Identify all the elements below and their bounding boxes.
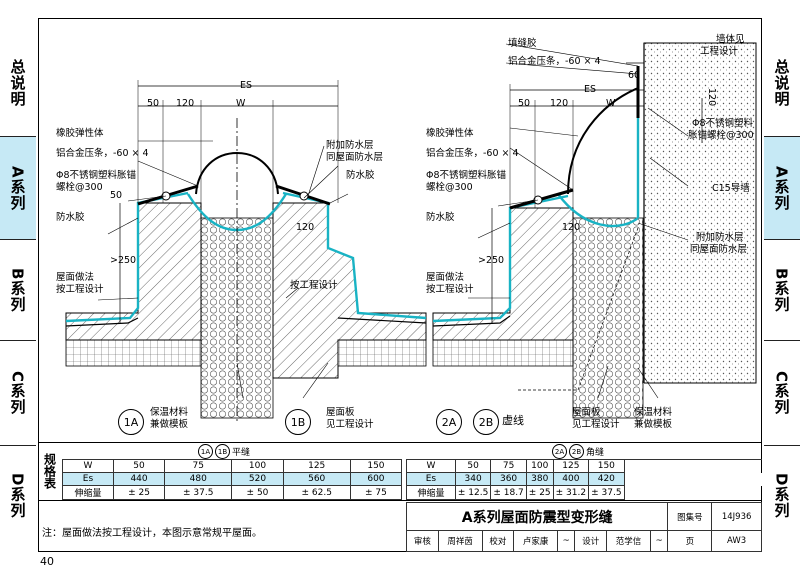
label-slab2-right: 见工程设计 bbox=[572, 419, 620, 430]
label-rubber-right: 橡胶弹性体 bbox=[426, 128, 474, 139]
dim-w-right: W bbox=[606, 98, 616, 109]
slab-left-a bbox=[65, 339, 202, 367]
detail-drawing bbox=[65, 42, 757, 423]
checker-signature: ~ bbox=[557, 530, 576, 552]
spec-table-left: W 50 75 100 125 150 Es 440 480 520 560 6… bbox=[62, 459, 403, 500]
drawing-title: A系列屋面防震型变形缝 bbox=[405, 502, 669, 531]
spec-table-right-title: 2A 2B 角缝 bbox=[552, 444, 604, 459]
designer-signature: ~ bbox=[649, 530, 669, 552]
table-row: 伸缩量 ± 25 ± 37.5 ± 50 ± 62.5 ± 75 bbox=[62, 485, 403, 500]
label-wall1-right: 墙体见 bbox=[716, 34, 745, 45]
label-sealant2-left: 防水胶 bbox=[346, 170, 375, 181]
label-wall2-right: 工程设计 bbox=[700, 46, 739, 57]
table-row: 伸缩量 ± 12.5 ± 18.7 ± 25 ± 31.2 ± 37.5 bbox=[406, 485, 763, 500]
label-per-design-left: 按工程设计 bbox=[290, 280, 338, 291]
label-addl2-right: 同屋面防水层 bbox=[690, 244, 748, 255]
dim-es-right: ES bbox=[584, 84, 597, 95]
table-row: W 50 75 100 125 150 bbox=[406, 459, 762, 473]
sidebar-left-general[interactable]: 总说明 bbox=[8, 59, 27, 107]
label-roof2-left: 按工程设计 bbox=[56, 284, 104, 295]
label-addl1-left: 附加防水层 bbox=[326, 140, 374, 151]
label-insul1-right: 保温材料 bbox=[634, 407, 673, 418]
dim-120-vert-right: 120 bbox=[706, 88, 717, 107]
checker-name: 卢家康 bbox=[513, 530, 559, 552]
title-block: A系列屋面防震型变形缝 图集号 14J936 审核 周祥茵 校对 卢家康 ~ 设… bbox=[405, 502, 762, 552]
label-insul2-left: 兼做模板 bbox=[150, 419, 189, 430]
dim-250-left: >250 bbox=[110, 255, 137, 266]
label-insul1-left: 保温材料 bbox=[150, 407, 189, 418]
sidebar-left-c-series[interactable]: C系列 bbox=[8, 370, 27, 415]
dim-50-right: 50 bbox=[518, 98, 531, 109]
sidebar-right-d-series[interactable]: D系列 bbox=[772, 473, 791, 519]
label-slab1-right: 屋面板 bbox=[572, 407, 601, 418]
label-sealant-left: 防水胶 bbox=[56, 212, 85, 223]
dim-120-left: 120 bbox=[176, 98, 195, 109]
label-alu-left: 铝合金压条，-60 × 4 bbox=[56, 148, 149, 159]
label-anchor-r2: 胀锚螺栓@300 bbox=[688, 130, 754, 141]
label-sealant-right: 防水胶 bbox=[426, 212, 455, 223]
sidebar-left-a-series[interactable]: A系列 bbox=[0, 137, 36, 239]
detail-marker-1b[interactable]: 1B bbox=[285, 409, 311, 435]
label-insul2-right: 兼做模板 bbox=[634, 419, 673, 430]
label-roof1-left: 屋面做法 bbox=[56, 272, 95, 283]
insulation-core-right bbox=[572, 217, 644, 419]
label-roof1-right: 屋面做法 bbox=[426, 272, 465, 283]
label-anchor-r1: Φ8不锈钢塑料 bbox=[692, 118, 754, 129]
wall bbox=[643, 42, 757, 384]
label-roof2-right: 按工程设计 bbox=[426, 284, 474, 295]
designer-name: 范学信 bbox=[606, 530, 651, 552]
sidebar-right-b-series[interactable]: B系列 bbox=[772, 267, 791, 313]
spec-table-side-label: 规格表 bbox=[42, 453, 57, 489]
table-row: Es 440 480 520 560 600 bbox=[62, 472, 403, 486]
page-code: AW3 bbox=[711, 530, 762, 552]
note-text: 注：屋面做法按工程设计，本图示意常规平屋面。 bbox=[42, 528, 262, 539]
dim-w-left: W bbox=[236, 98, 246, 109]
drawing-frame bbox=[38, 18, 762, 552]
label-alu-right: 铝合金压条，-60 × 4 bbox=[426, 148, 519, 159]
atlas-number: 14J936 bbox=[711, 502, 762, 531]
rubber-bulb-right bbox=[567, 87, 639, 195]
dim-120b-left: 120 bbox=[296, 222, 315, 233]
dim-120b-right: 120 bbox=[562, 222, 581, 233]
label-slab2-left: 见工程设计 bbox=[326, 419, 374, 430]
page-number: 40 bbox=[40, 555, 54, 568]
rubber-bulb-left bbox=[195, 151, 279, 195]
label-c15-right: C15导墙 bbox=[712, 183, 750, 194]
sidebar-right-general[interactable]: 总说明 bbox=[772, 59, 791, 107]
label-rubber-left: 橡胶弹性体 bbox=[56, 128, 104, 139]
label-anchor2-left: 螺栓@300 bbox=[56, 182, 103, 193]
sidebar-right-c-series[interactable]: C系列 bbox=[772, 370, 791, 415]
dim-50v-left: 50 bbox=[110, 190, 123, 201]
label-addl2-left: 同屋面防水层 bbox=[326, 152, 384, 163]
spec-table-right: W 50 75 100 125 150 Es 340 360 380 400 4… bbox=[406, 459, 762, 500]
detail-2a-2b bbox=[432, 42, 757, 419]
spec-table-left-title: 1A 1B 平缝 bbox=[198, 444, 250, 459]
dim-50-left: 50 bbox=[147, 98, 160, 109]
label-alu-top-right: 铝合金压条，-60 × 4 bbox=[508, 56, 601, 67]
detail-1a-1b bbox=[65, 80, 427, 423]
label-filler-right: 填缝胶 bbox=[508, 38, 537, 49]
dim-250-right: >250 bbox=[478, 255, 505, 266]
label-slab1-left: 屋面板 bbox=[326, 407, 355, 418]
table-row: Es 340 360 380 400 420 bbox=[406, 472, 762, 486]
dim-60-right: 60 bbox=[628, 70, 641, 81]
atlas-label: 图集号 bbox=[667, 502, 713, 531]
sidebar-left-d-series[interactable]: D系列 bbox=[8, 473, 27, 519]
detail-marker-2b[interactable]: 2B bbox=[473, 409, 499, 435]
dim-120-right: 120 bbox=[550, 98, 569, 109]
detail-marker-1a[interactable]: 1A bbox=[118, 409, 144, 435]
label-dashed-line: 虚线 bbox=[502, 414, 524, 427]
dim-es-left: ES bbox=[240, 80, 253, 91]
label-anchor1-right: Φ8不锈钢塑料胀锚 bbox=[426, 170, 507, 181]
label-anchor2-right: 螺栓@300 bbox=[426, 182, 473, 193]
sidebar-right-a-series[interactable]: A系列 bbox=[764, 137, 800, 239]
slab-left-b bbox=[337, 339, 427, 367]
sidebar-left-b-series[interactable]: B系列 bbox=[8, 267, 27, 313]
label-addl1-right: 附加防水层 bbox=[696, 232, 744, 243]
detail-marker-2a[interactable]: 2A bbox=[436, 409, 462, 435]
label-anchor1-left: Φ8不锈钢塑料胀锚 bbox=[56, 170, 137, 181]
slab-right bbox=[432, 339, 574, 367]
reviewer-name: 周祥茵 bbox=[437, 530, 483, 552]
table-row: W 50 75 100 125 150 bbox=[62, 459, 403, 473]
